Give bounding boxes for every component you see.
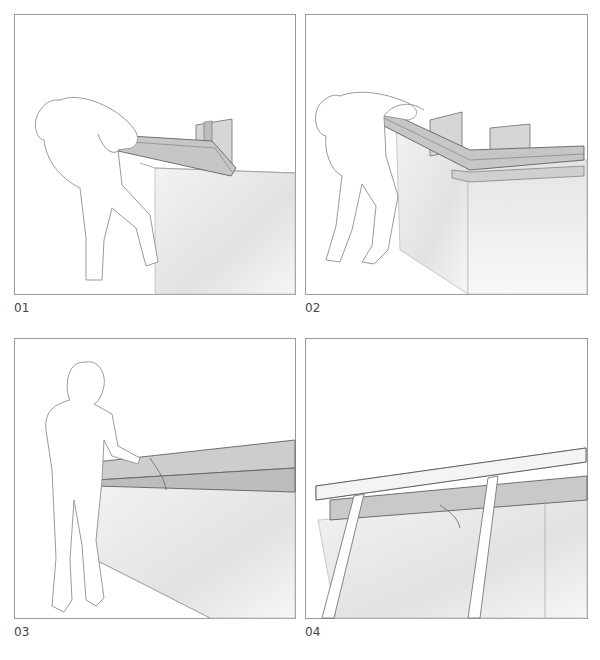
step-number: 04 xyxy=(305,625,320,639)
step-number: 01 xyxy=(14,301,29,315)
step-number: 03 xyxy=(14,625,29,639)
panel-four-scene xyxy=(316,448,587,618)
panel-two-scene xyxy=(316,92,587,294)
panel-one-scene xyxy=(35,97,295,294)
panel-frames xyxy=(15,15,588,619)
step-number: 02 xyxy=(305,301,320,315)
panel-three-scene xyxy=(46,362,295,618)
